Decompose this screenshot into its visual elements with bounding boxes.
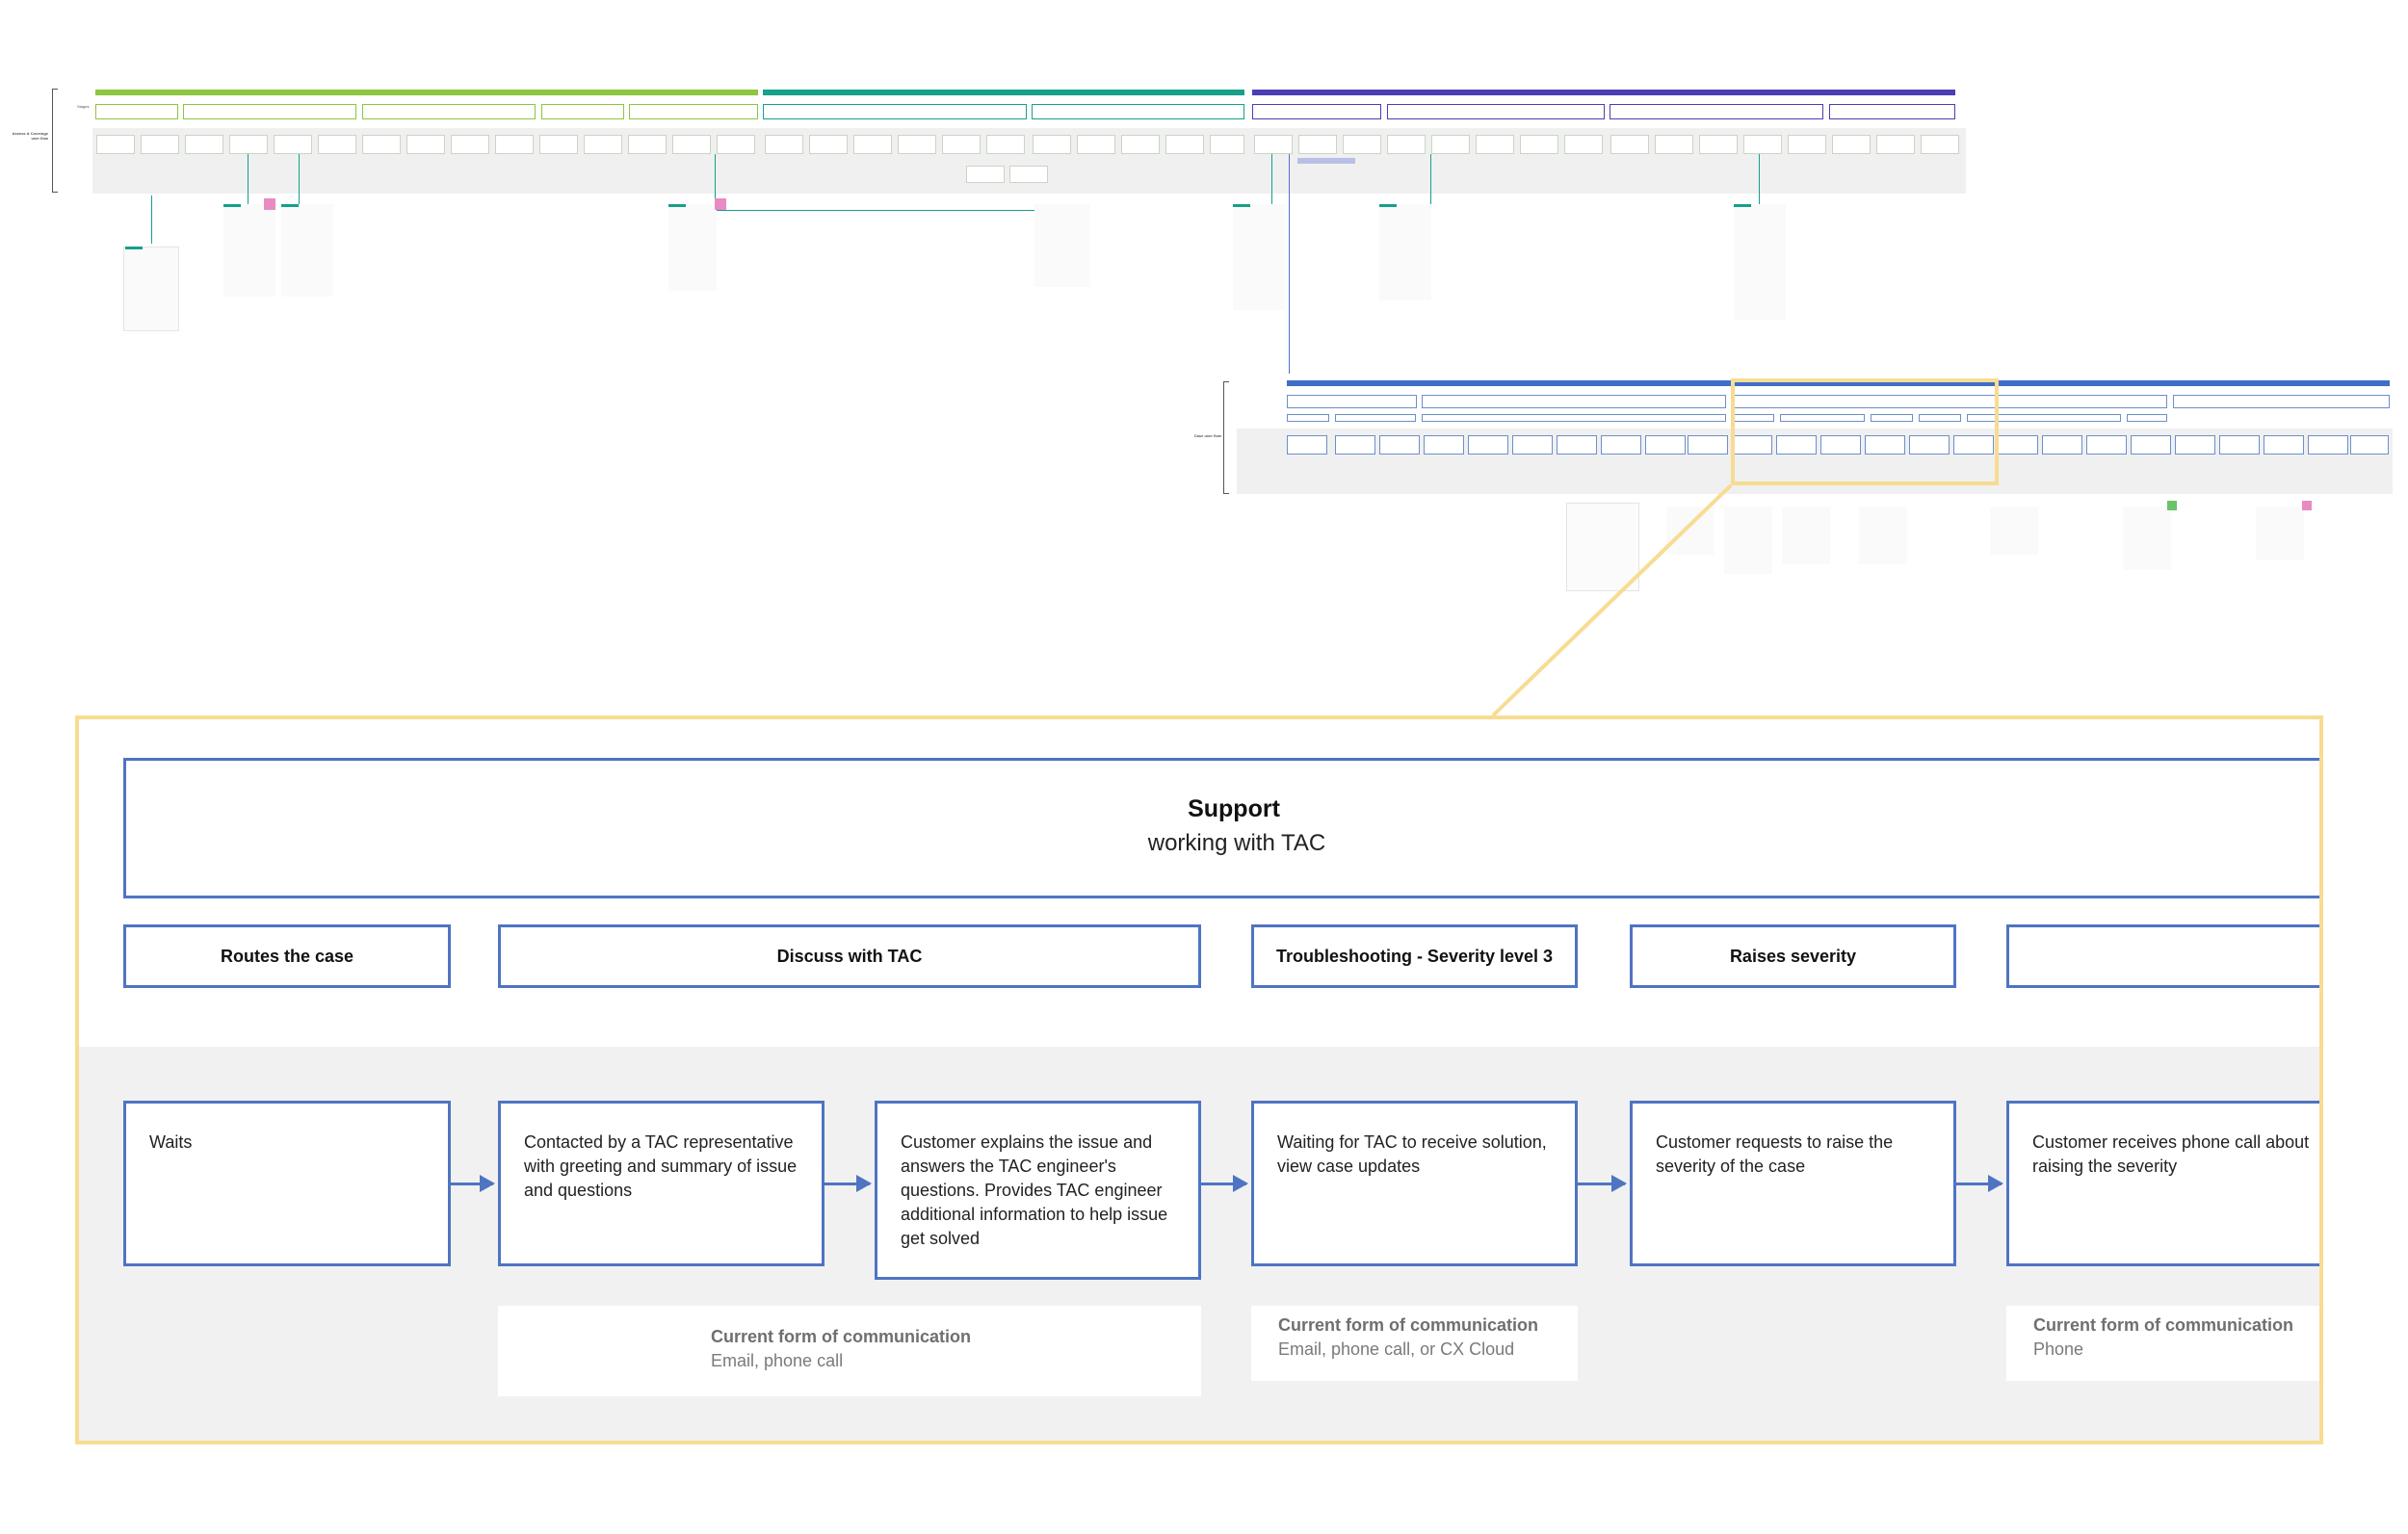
step-customer-explains: Customer explains the issue and answers … — [875, 1101, 1201, 1280]
flow-arrow — [1201, 1175, 1248, 1192]
zoom-panel: Support working with TAC Routes the case… — [75, 715, 2323, 1444]
header-troubleshooting: Troubleshooting - Severity level 3 — [1251, 924, 1578, 988]
mini-header — [1252, 104, 1381, 119]
header-discuss-with-tac: Discuss with TAC — [498, 924, 1201, 988]
top-flow-label: Assess & Coverage user flow — [12, 131, 48, 141]
mini-header — [629, 104, 758, 119]
communication-detail: Email, phone call, or CX Cloud — [1278, 1339, 1515, 1359]
mini-header — [1610, 104, 1823, 119]
communication-title: Current form of communication — [2033, 1315, 2294, 1335]
header-routes-the-case: Routes the case — [123, 924, 451, 988]
flow-arrow — [1578, 1175, 1627, 1192]
communication-title: Current form of communication — [1278, 1315, 1539, 1335]
top-flow-bracket — [52, 89, 58, 193]
zoom-highlight — [1731, 378, 1999, 485]
support-title: Support — [1188, 795, 1280, 822]
mini-header — [763, 104, 1027, 119]
communication-detail: Email, phone call — [711, 1351, 844, 1370]
support-subtitle: working with TAC — [1147, 830, 1326, 856]
communication-troubleshooting: Current form of communication Email, pho… — [1251, 1306, 1578, 1381]
stage-band-teal — [763, 90, 1244, 95]
step-requests-raise-severity: Customer requests to raise the severity … — [1630, 1101, 1956, 1266]
communication-raise-severity: Current form of communication Phone — [2006, 1306, 2319, 1381]
support-header: Support working with TAC — [123, 758, 2319, 898]
communication-title: Current form of communication — [711, 1327, 972, 1346]
communication-discuss: Current form of communication Email, pho… — [498, 1306, 1201, 1396]
mini-header — [362, 104, 536, 119]
flow-arrow — [451, 1175, 495, 1192]
step-contacted-by-tac: Contacted by a TAC representative with g… — [498, 1101, 824, 1266]
flow-arrow — [1956, 1175, 2003, 1192]
stages-label: Stages — [77, 104, 90, 109]
communication-detail: Phone — [2033, 1339, 2084, 1359]
flow-arrow — [824, 1175, 872, 1192]
case-flow-label: Case user flow — [1193, 433, 1221, 438]
step-receives-phone-call: Customer receives phone call about raisi… — [2006, 1101, 2319, 1266]
stage-band-purple — [1252, 90, 1955, 95]
case-band-blue — [1287, 380, 2390, 386]
stage-band-green — [95, 90, 758, 95]
case-flow-bracket — [1223, 381, 1229, 494]
step-waits: Waits — [123, 1101, 451, 1266]
header-raises-severity: Raises severity — [1630, 924, 1956, 988]
mini-header — [95, 104, 178, 119]
mini-header — [183, 104, 356, 119]
mini-header — [541, 104, 624, 119]
header-next-step — [2006, 924, 2319, 988]
step-waiting-for-tac: Waiting for TAC to receive solution, vie… — [1251, 1101, 1578, 1266]
mini-header — [1032, 104, 1244, 119]
mini-header — [1829, 104, 1955, 119]
mini-header — [1387, 104, 1605, 119]
